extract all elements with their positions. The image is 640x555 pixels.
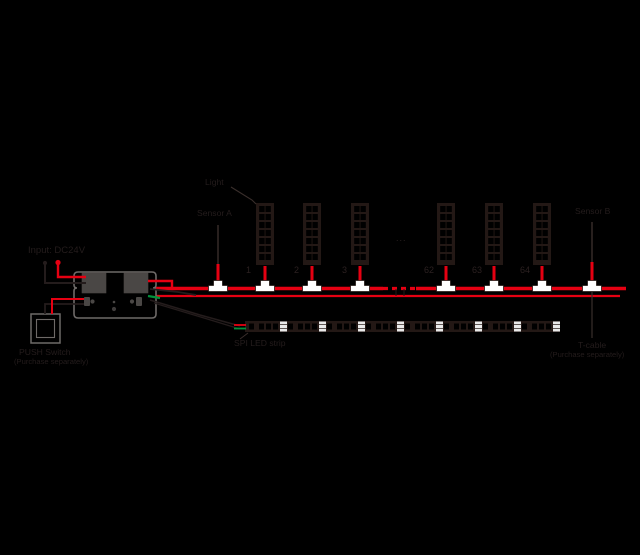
controller-output-wires (147, 279, 241, 330)
spi-label-leader (239, 332, 249, 340)
t-connector-64 (532, 280, 552, 292)
t-connector-63 (484, 280, 504, 292)
light-fixture-63 (485, 203, 503, 265)
t-connector-sensor-a (208, 280, 228, 292)
light-label-leader (230, 186, 257, 205)
t-connector-3 (350, 280, 370, 292)
light-number-3: 3 (342, 265, 348, 275)
t-connector-1 (255, 280, 275, 292)
t-connector-62 (436, 280, 456, 292)
light-number-2: 2 (294, 265, 300, 275)
led-controller (73, 271, 157, 319)
light-drop-wires (263, 266, 544, 284)
push-switch-note: (Purchase separately) (14, 357, 89, 366)
input-dc24v-wires (42, 259, 86, 284)
light-fixture-1 (256, 203, 274, 265)
light-number-63: 63 (472, 265, 483, 275)
spi-led-strip-label: SPI LED strip (234, 338, 286, 348)
light-label: Light (205, 177, 224, 187)
input-voltage-label: Input: DC24V (28, 245, 86, 256)
sensor-a-label: Sensor A (197, 208, 232, 218)
light-fixture-3 (351, 203, 369, 265)
t-connector-sensor-b (582, 280, 602, 292)
ellipsis-label: ... (396, 233, 407, 243)
light-fixture-64 (533, 203, 551, 265)
light-fixture-62 (437, 203, 455, 265)
push-switch (30, 298, 84, 344)
spi-led-strip (234, 321, 560, 332)
push-switch-label: PUSH Switch (19, 347, 71, 357)
light-number-64: 64 (520, 265, 531, 275)
sensor-b-label: Sensor B (575, 206, 611, 216)
t-cable-note: (Purchase separately) (550, 350, 625, 359)
light-number-62: 62 (424, 265, 435, 275)
t-connector-2 (302, 280, 322, 292)
t-cable-label: T-cable (578, 340, 607, 350)
light-number-1: 1 (246, 265, 252, 275)
light-fixture-2 (303, 203, 321, 265)
